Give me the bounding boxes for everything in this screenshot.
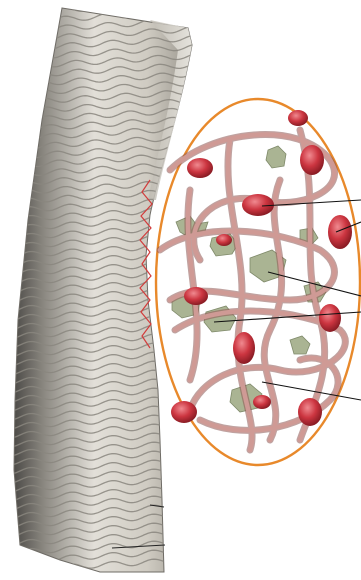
knot — [242, 194, 274, 216]
knot — [187, 158, 213, 178]
knot — [233, 332, 255, 364]
knot — [216, 234, 232, 246]
knot — [288, 110, 308, 126]
fibre-wave — [12, 0, 212, 14]
knot — [328, 215, 352, 249]
knot — [298, 398, 322, 426]
knot — [300, 145, 324, 175]
knot — [319, 304, 341, 332]
fibre-wave — [13, 0, 213, 5]
knot — [171, 401, 197, 423]
knot — [184, 287, 208, 305]
knot — [253, 395, 271, 409]
